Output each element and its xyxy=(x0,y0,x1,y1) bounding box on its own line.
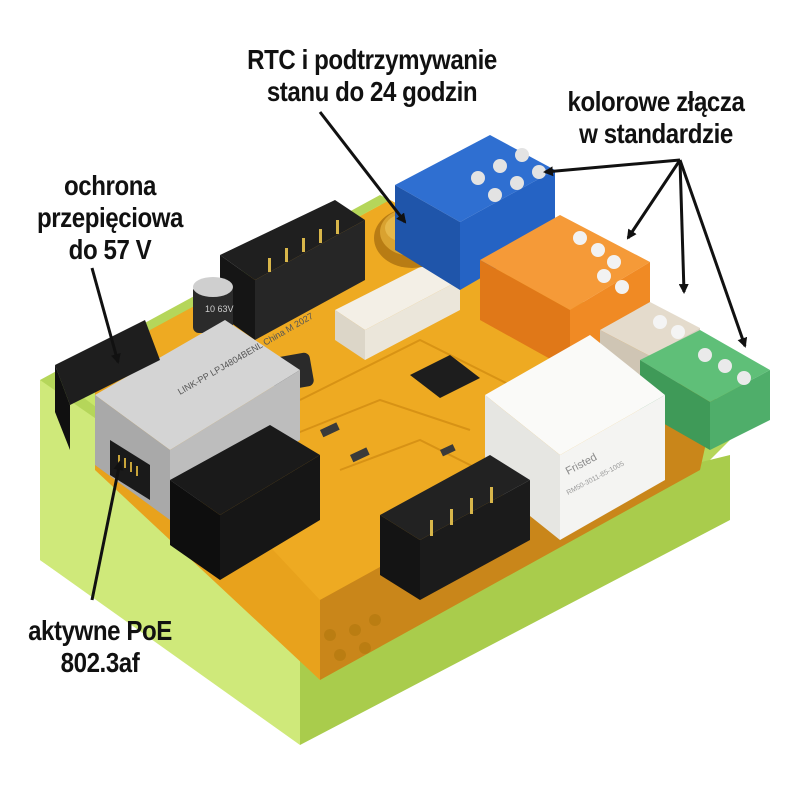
electrolytic-capacitor: 10 63V xyxy=(193,277,234,333)
dc-jack xyxy=(55,320,160,450)
leader-lines xyxy=(90,111,748,601)
ic-chip xyxy=(410,355,480,398)
surge-callout-line3: do 57 V xyxy=(68,234,152,265)
terminal-block-orange xyxy=(480,215,650,370)
pin-header-bottom xyxy=(380,455,530,600)
white-connector xyxy=(335,262,460,360)
capacitor-marking: 10 63V xyxy=(205,304,234,314)
connectors-callout: kolorowe złącza w standardzie xyxy=(501,86,800,150)
black-socket xyxy=(170,425,320,580)
surge-protection-callout: ochrona przepięciowa do 57 V xyxy=(7,170,213,266)
rtc-callout: RTC i podtrzymywanie stanu do 24 godzin xyxy=(200,44,544,108)
connectors-callout-line2: w standardzie xyxy=(579,118,733,149)
rtc-callout-line1: RTC i podtrzymywanie xyxy=(247,44,497,75)
rtc-callout-line2: stanu do 24 godzin xyxy=(266,76,478,107)
poe-callout-line2: 802.3af xyxy=(60,647,140,678)
poe-callout: aktywne PoE 802.3af xyxy=(0,615,203,679)
pin-header-top xyxy=(220,200,365,340)
connectors-callout-line1: kolorowe złącza xyxy=(567,86,745,117)
poe-callout-line1: aktywne PoE xyxy=(28,615,172,646)
surge-callout-line1: ochrona xyxy=(64,170,156,201)
relay: Fristed RM50-3011-85-1005 xyxy=(485,335,665,540)
terminal-block-green xyxy=(640,330,770,450)
surge-callout-line2: przepięciowa xyxy=(36,202,184,233)
